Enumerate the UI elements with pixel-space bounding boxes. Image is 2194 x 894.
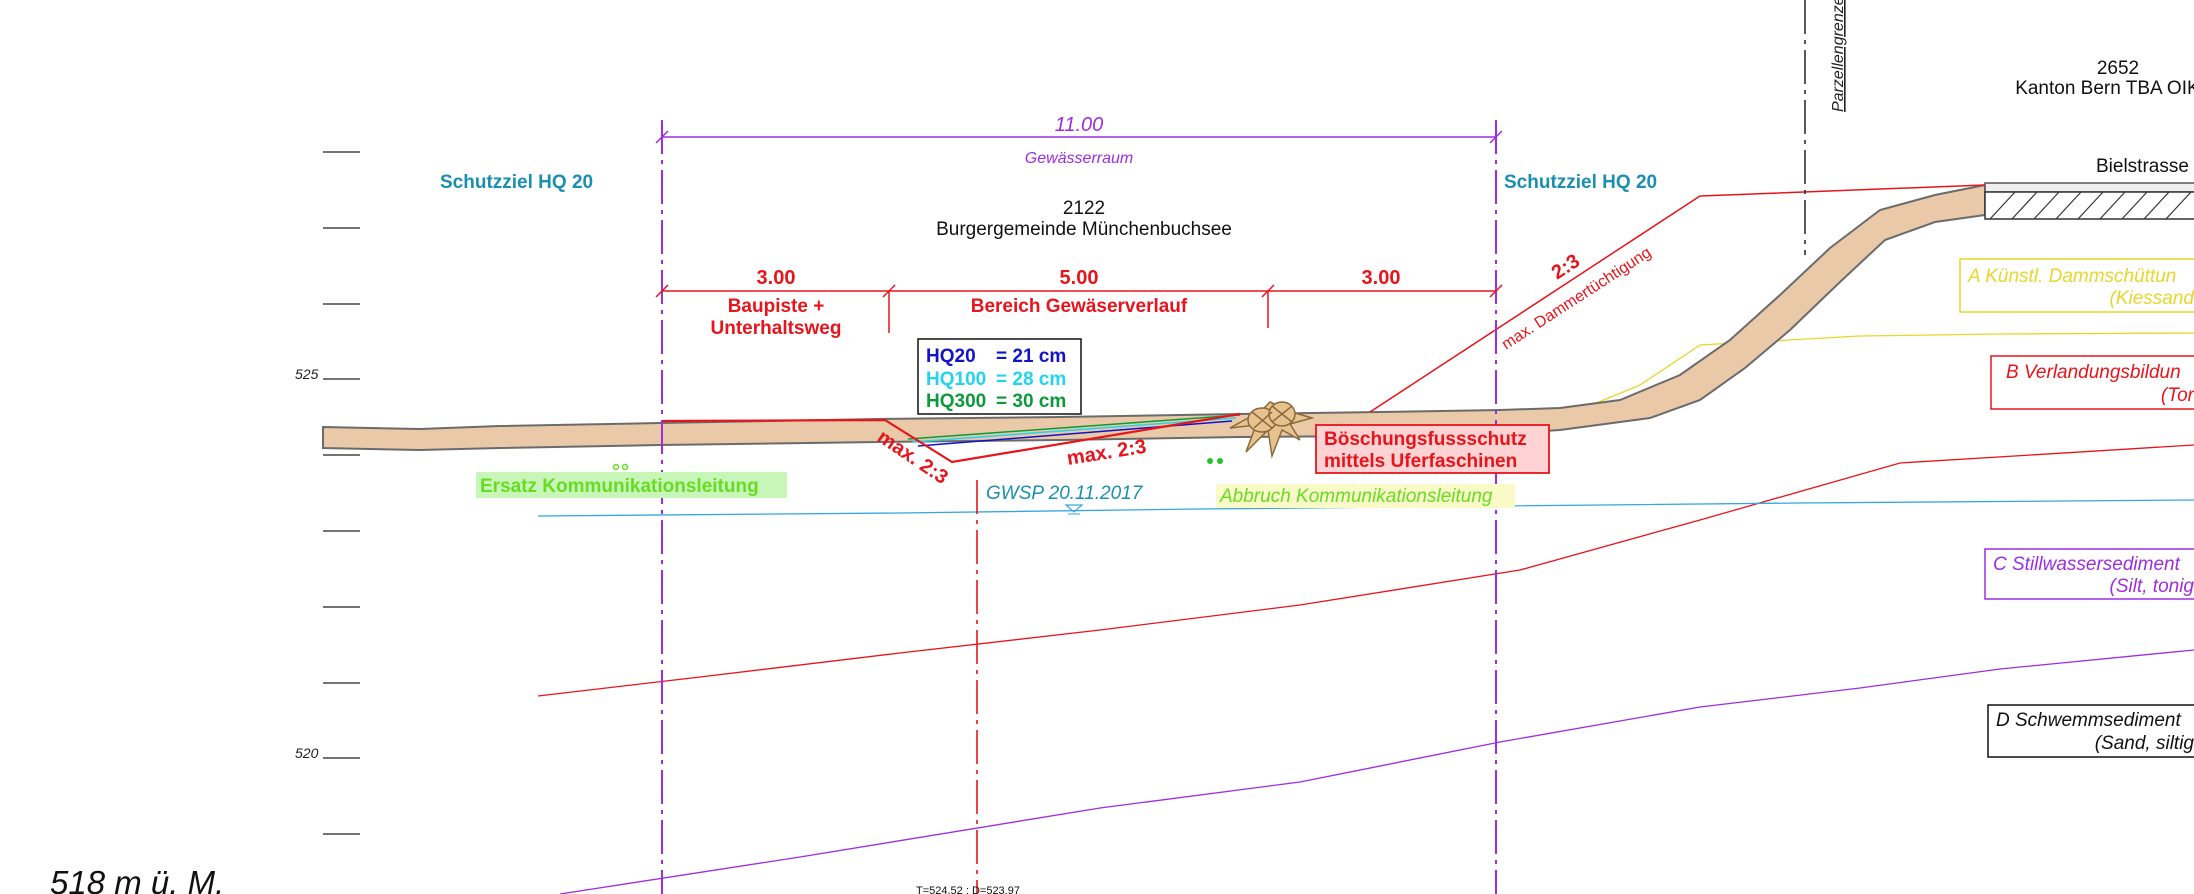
flood-level-legend bbox=[917, 338, 1082, 415]
fascine-symbol bbox=[1229, 401, 1315, 459]
hq100-value: = 28 cm bbox=[996, 369, 1066, 390]
demolition-cable-box bbox=[1216, 484, 1515, 508]
stratum-line-red bbox=[537, 444, 2194, 697]
stratum-a-box bbox=[1959, 258, 2194, 313]
bank-protection-line-2: mittels Uferfaschinen bbox=[1324, 451, 1517, 472]
hq20-value: = 21 cm bbox=[996, 346, 1066, 367]
demolition-cable-symbol bbox=[1207, 458, 1223, 464]
stratum-line-purple bbox=[559, 649, 2194, 894]
bank-protection-line-1: Böschungsfussschutz bbox=[1324, 429, 1527, 450]
parcel-boundary-label: Parzellengrenze bbox=[1830, 0, 1847, 112]
groundwater-label: GWSP 20.11.2017 bbox=[986, 483, 1144, 504]
stratum-d-line-1: D Schwemmsediment bbox=[1996, 710, 2181, 731]
road-label: Bielstrasse bbox=[2096, 156, 2189, 177]
segment-1-label-line-2: Unterhaltsweg bbox=[711, 318, 842, 339]
hq300-value: = 30 cm bbox=[996, 391, 1066, 412]
replacement-cable-symbol bbox=[612, 463, 629, 471]
scale-label-520: 520 bbox=[295, 745, 319, 761]
segment-2-label: Bereich Gewäserverlauf bbox=[971, 296, 1188, 317]
stratum-b-box bbox=[1990, 355, 2194, 410]
stratum-d-box bbox=[1987, 704, 2194, 758]
gewaesserraum-width: 11.00 bbox=[1055, 114, 1104, 136]
gewaesserraum-label: Gewässerraum bbox=[1025, 150, 1133, 167]
parcel-2652-owner: Kanton Bern TBA OIK III bbox=[2015, 78, 2194, 99]
flood-line-hq300 bbox=[907, 414, 1241, 440]
dam-slope-ratio: 2:3 bbox=[1548, 250, 1584, 284]
dam-upgrade-line bbox=[1369, 184, 1986, 413]
dimension-tick bbox=[1489, 284, 1503, 298]
protection-goal-left: Schutzziel HQ 20 bbox=[440, 172, 593, 193]
stratum-c-box bbox=[1984, 548, 2194, 600]
protection-goal-right: Schutzziel HQ 20 bbox=[1504, 172, 1657, 193]
road-hatching bbox=[1989, 191, 2192, 220]
segment-3-width: 3.00 bbox=[1362, 267, 1401, 289]
groundwater-marker bbox=[1064, 504, 1084, 513]
segment-2-width: 5.00 bbox=[1060, 267, 1099, 289]
hq100-name: HQ100 bbox=[926, 369, 986, 390]
replacement-cable-box bbox=[476, 472, 787, 498]
elevation-scale bbox=[323, 151, 360, 835]
demolition-cable-label: Abbruch Kommunikationsleitung bbox=[1219, 486, 1493, 507]
stratum-b-line-1: B Verlandungsbildun bbox=[2006, 362, 2181, 383]
road-surface bbox=[1984, 182, 2194, 193]
stratum-line-yellow bbox=[1554, 332, 2194, 421]
stratum-b-line-2: (Tor bbox=[2161, 385, 2194, 406]
stratum-c-line-1: C Stillwassersediment bbox=[1993, 554, 2181, 575]
stratum-c-line-2: (Silt, tonig bbox=[2110, 576, 2194, 597]
parcel-2122-owner: Burgergemeinde Münchenbuchsee bbox=[936, 219, 1232, 240]
segment-1-width: 3.00 bbox=[757, 267, 796, 289]
hq20-name: HQ20 bbox=[926, 346, 976, 367]
channel-profile bbox=[661, 412, 1241, 464]
replacement-cable-label: Ersatz Kommunikationsleitung bbox=[480, 476, 759, 497]
hq300-name: HQ300 bbox=[926, 391, 986, 412]
bank-protection-box bbox=[1315, 424, 1550, 474]
parcel-2652-number: 2652 bbox=[2097, 58, 2139, 79]
road-foundation bbox=[1984, 191, 2194, 220]
flood-line-hq100 bbox=[911, 417, 1237, 443]
bottom-note: T=524.52 ; D=523.97 bbox=[916, 885, 1020, 894]
parcel-2122-number: 2122 bbox=[1063, 198, 1105, 219]
stratum-a-line-1: A Künstl. Dammschüttun bbox=[1967, 266, 2176, 287]
stratum-d-line-2: (Sand, siltig bbox=[2095, 733, 2194, 754]
stratum-a-line-2: (Kiessand bbox=[2110, 288, 2194, 309]
dimension-tick bbox=[655, 284, 669, 298]
segment-1-label-line-1: Baupiste + bbox=[728, 296, 825, 317]
base-elevation-label: 518 m ü. M. bbox=[50, 864, 224, 894]
scale-label-525: 525 bbox=[295, 366, 319, 382]
